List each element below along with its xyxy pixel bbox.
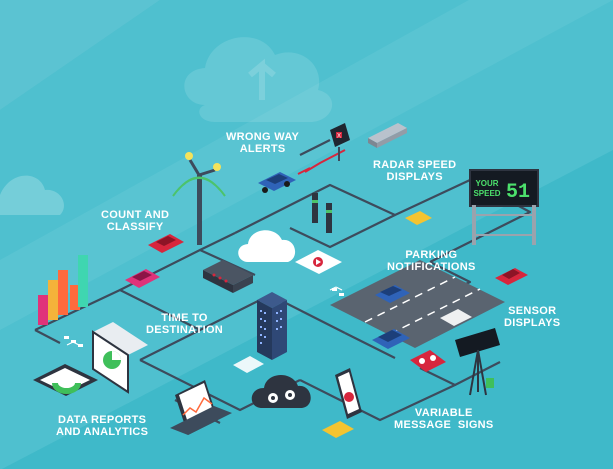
label-radar-speed-displays: RADAR SPEED DISPLAYS bbox=[373, 159, 456, 183]
label-time-line2: DESTINATION bbox=[146, 324, 224, 336]
car-red-left-bottom bbox=[125, 269, 160, 288]
road-markings bbox=[364, 276, 481, 335]
bar-chart-icon bbox=[38, 255, 88, 325]
label-vms-line2: MESSAGE SIGNS bbox=[394, 419, 494, 431]
label-count-line2: CLASSIFY bbox=[106, 221, 164, 233]
parking-card bbox=[295, 250, 342, 274]
server-windows bbox=[260, 310, 282, 344]
label-wrong-way-line1: WRONG WAY bbox=[226, 131, 300, 143]
cloud-watermark-icon bbox=[184, 37, 333, 123]
label-sensor-displays: SENSOR DISPLAYS bbox=[504, 305, 560, 329]
label-parking-line2: NOTIFICATIONS bbox=[387, 261, 476, 273]
label-time-line1: TIME TO bbox=[161, 312, 208, 324]
variable-message-sign bbox=[455, 328, 500, 396]
wrong-way-sign bbox=[330, 123, 350, 161]
wrong-way-arrow bbox=[297, 167, 311, 175]
tablet-pie-icon bbox=[92, 322, 148, 394]
bollards bbox=[312, 193, 332, 233]
traffic-counter-device bbox=[203, 260, 253, 293]
road-surface bbox=[330, 260, 505, 348]
car-blue-wrong-way bbox=[258, 172, 296, 193]
label-count-and-classify: COUNT AND CLASSIFY bbox=[101, 209, 169, 233]
car-blue-bottom bbox=[372, 329, 410, 349]
label-wrong-way-alerts: WRONG WAY ALERTS bbox=[226, 131, 299, 155]
speed-sign-text-line1: YOUR bbox=[475, 179, 498, 188]
radar-speed-sign bbox=[469, 169, 539, 245]
label-radar-line1: RADAR SPEED bbox=[373, 159, 457, 171]
label-time-to-destination: TIME TO DESTINATION bbox=[146, 312, 223, 336]
car-red-left-top bbox=[148, 234, 184, 253]
label-variable-message-signs: VARIABLE MESSAGE SIGNS bbox=[394, 407, 494, 431]
label-sensor-line2: DISPLAYS bbox=[504, 317, 561, 329]
cloud-icon bbox=[238, 230, 296, 262]
cloud-watermark-left-icon bbox=[0, 175, 65, 215]
gear-cloud-icon bbox=[251, 374, 311, 408]
gears-card-icon bbox=[410, 350, 446, 372]
radar-sensor-device bbox=[368, 123, 407, 148]
laptop-chart-icon bbox=[170, 380, 232, 435]
laptop-donut-icon bbox=[33, 364, 98, 396]
label-vms-line1: VARIABLE bbox=[414, 407, 473, 419]
label-parking-line1: PARKING bbox=[405, 249, 458, 261]
car-red-right bbox=[495, 268, 528, 285]
speed-sign-value: 51 bbox=[506, 181, 530, 204]
wrong-way-sign-text: X bbox=[337, 134, 341, 140]
label-data-line1: DATA REPORTS bbox=[57, 414, 147, 426]
notification-bubbles bbox=[233, 211, 472, 438]
street-light bbox=[172, 152, 226, 245]
speed-sign-text-line2: SPEED bbox=[473, 189, 500, 198]
label-data-line2: AND ANALYTICS bbox=[56, 426, 149, 438]
label-data-reports: DATA REPORTS AND ANALYTICS bbox=[56, 414, 148, 438]
connector-glyphs bbox=[66, 286, 343, 346]
label-wrong-way-line2: ALERTS bbox=[239, 143, 286, 155]
car-blue-top bbox=[375, 285, 410, 303]
label-radar-line2: DISPLAYS bbox=[386, 171, 443, 183]
smartphone-icon bbox=[335, 368, 362, 419]
label-parking-notifications: PARKING NOTIFICATIONS bbox=[387, 249, 476, 273]
label-sensor-line1: SENSOR bbox=[508, 305, 557, 317]
label-count-line1: COUNT AND bbox=[101, 209, 170, 221]
